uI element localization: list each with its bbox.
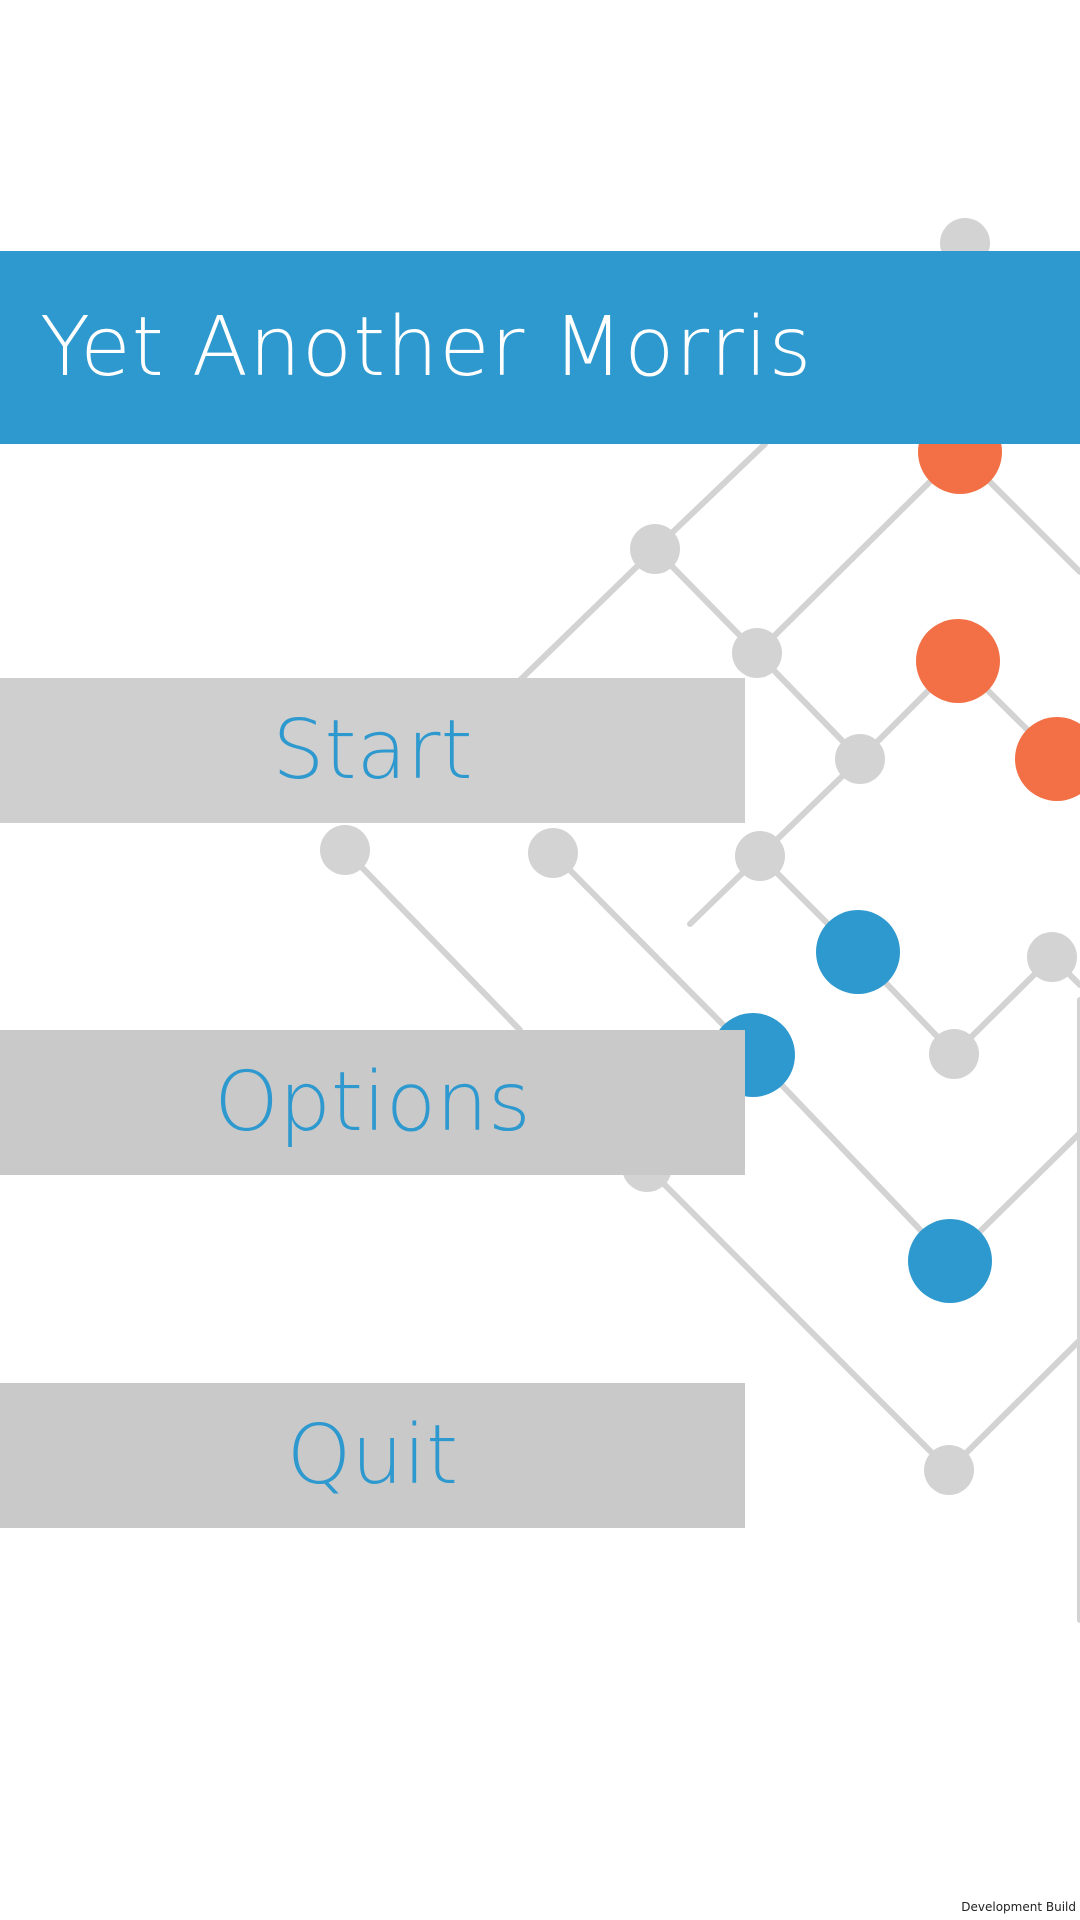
development-build-label: Development Build	[961, 1900, 1076, 1914]
blue-pieces	[711, 910, 992, 1303]
title-banner: Yet Another Morris	[0, 251, 1080, 444]
empty-nodes	[320, 218, 1077, 1495]
orange-pieces	[916, 410, 1080, 801]
start-button[interactable]: Start	[0, 678, 745, 823]
game-title: Yet Another Morris	[40, 300, 813, 395]
options-button[interactable]: Options	[0, 1030, 745, 1175]
quit-button[interactable]: Quit	[0, 1383, 745, 1528]
